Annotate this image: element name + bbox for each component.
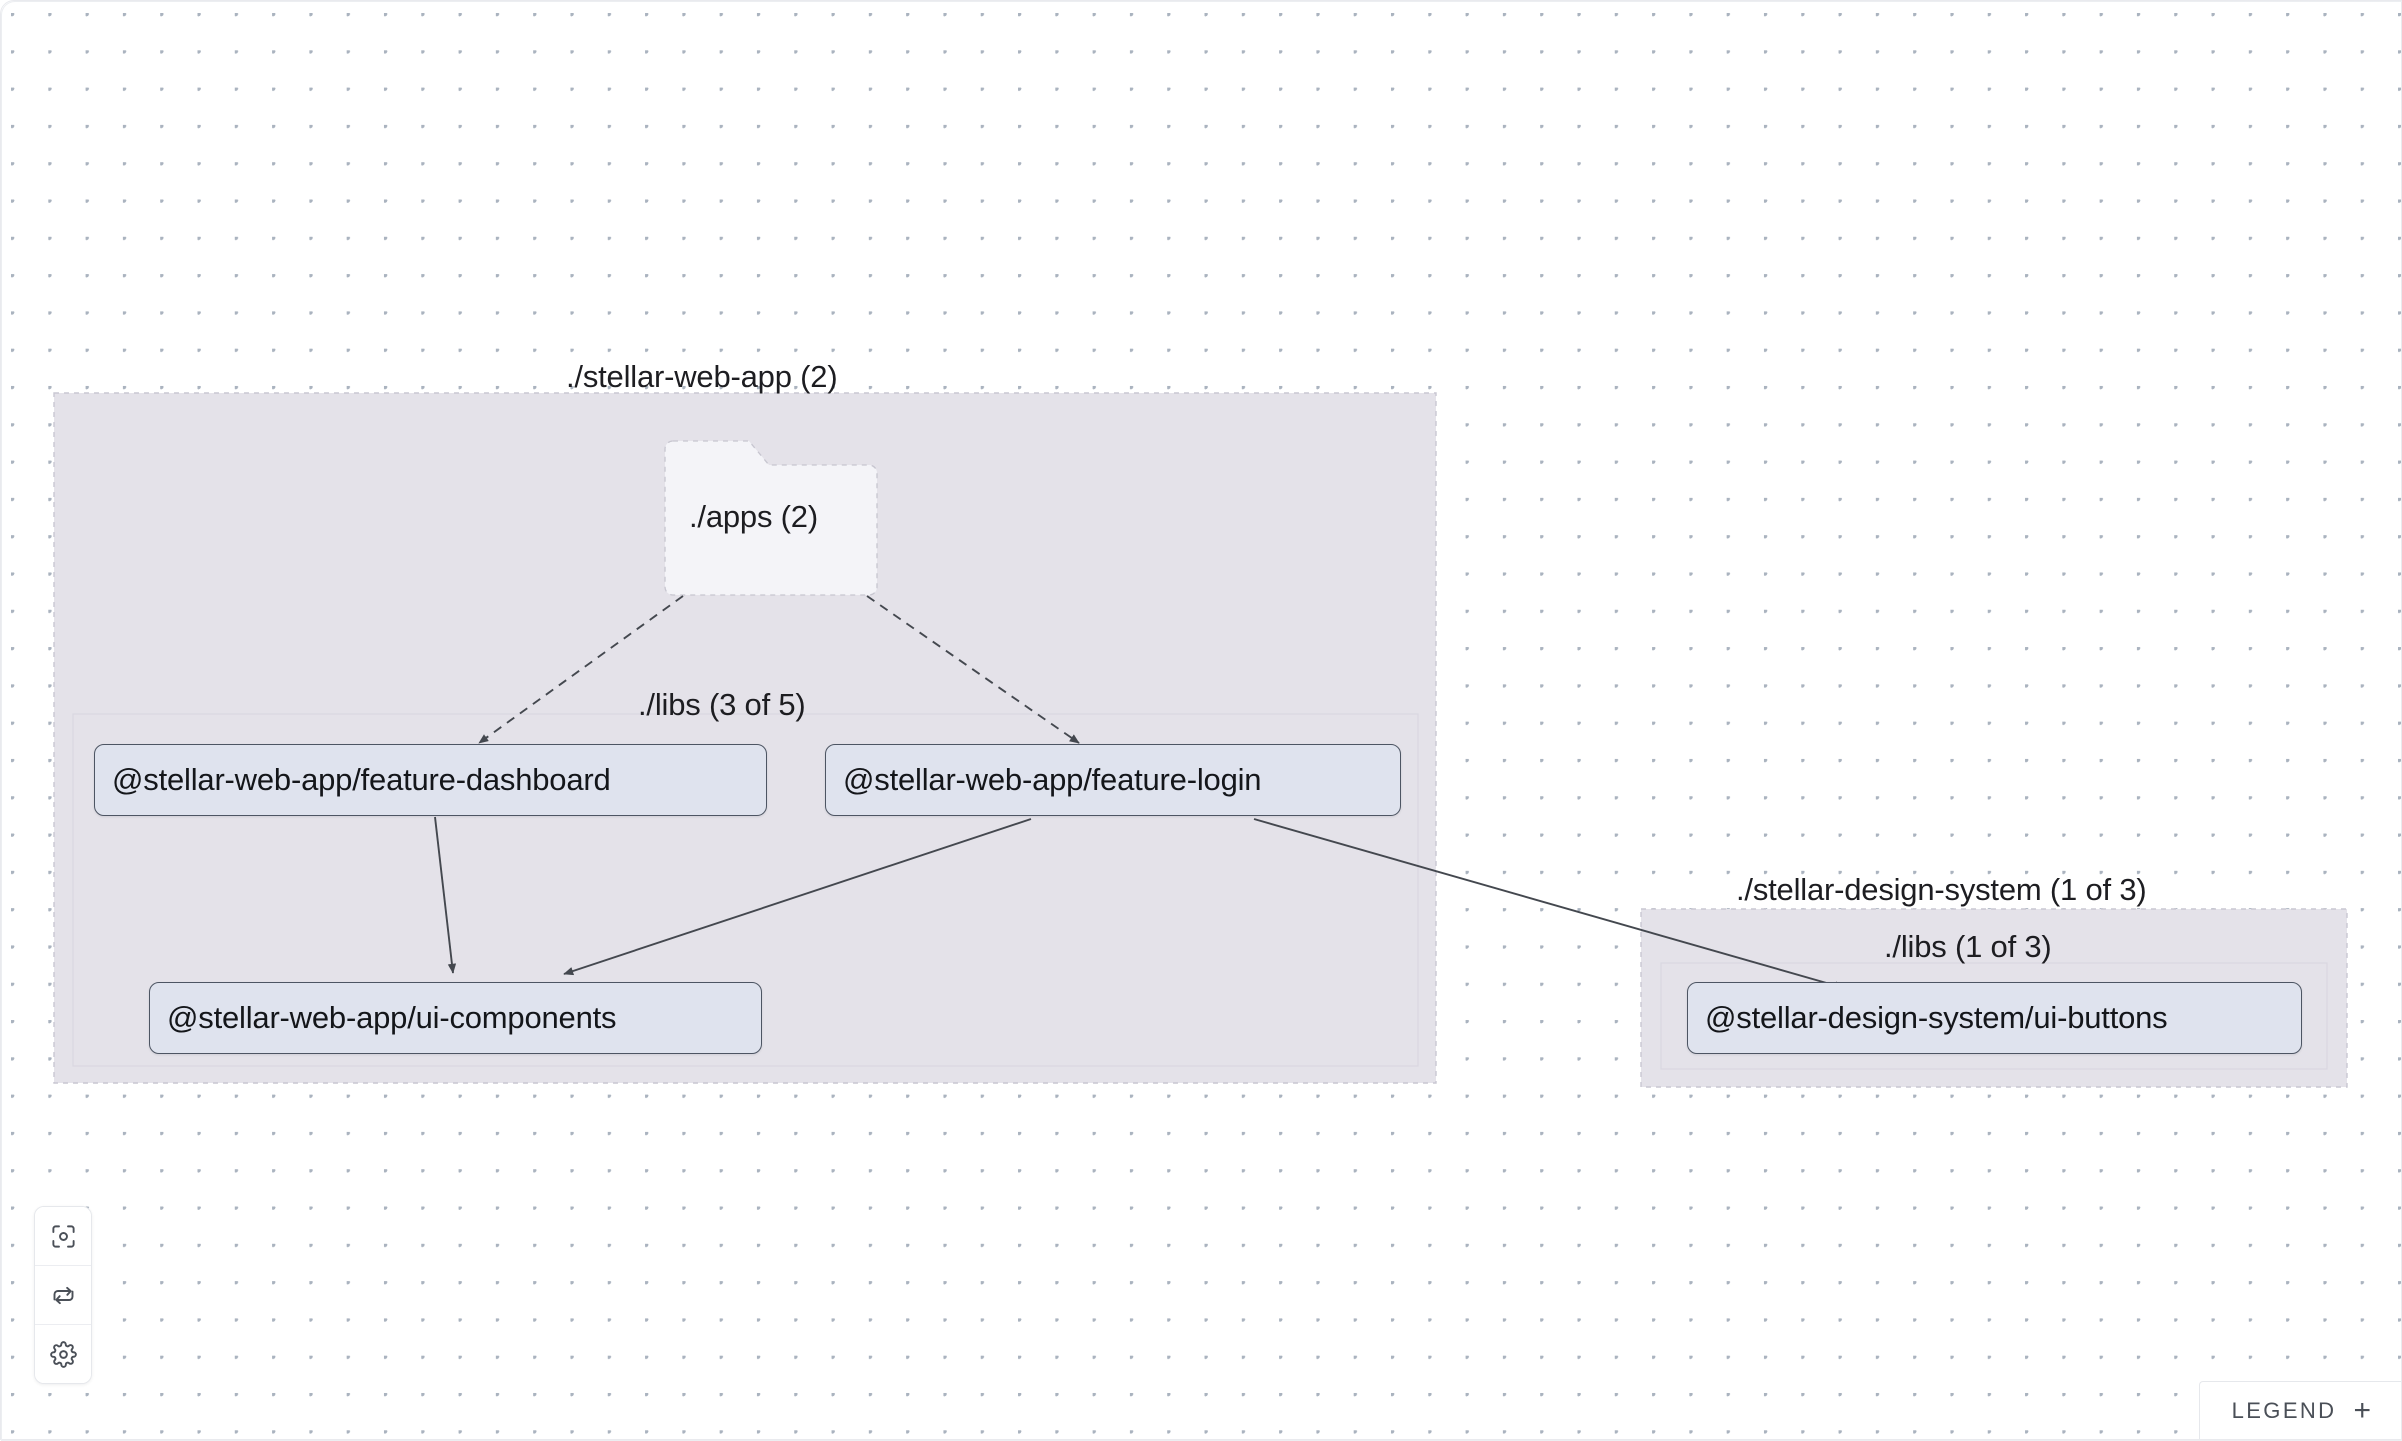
node-label-feature-dashboard: @stellar-web-app/feature-dashboard xyxy=(112,762,611,797)
project-group-label-stellar-design-system: ./stellar-design-system (1 of 3) xyxy=(1736,872,2147,907)
sub-group-label-stellar-design-system-libs: ./libs (1 of 3) xyxy=(1884,929,2052,964)
apps-folder-shape[interactable] xyxy=(664,440,878,596)
node-label-ui-components: @stellar-web-app/ui-components xyxy=(167,1000,617,1035)
node-label-ui-buttons: @stellar-design-system/ui-buttons xyxy=(1705,1000,2168,1035)
edge-apps-to-feature-dashboard xyxy=(478,595,684,744)
refresh-icon xyxy=(50,1282,77,1309)
project-group-label-stellar-web-app: ./stellar-web-app (2) xyxy=(566,359,838,394)
edge-feature-dashboard-to-ui-components xyxy=(434,816,457,974)
node-label-feature-login: @stellar-web-app/feature-login xyxy=(843,762,1262,797)
sub-group-label-stellar-web-app-libs: ./libs (3 of 5) xyxy=(638,687,806,722)
plus-icon: + xyxy=(2353,1393,2371,1427)
settings-button[interactable] xyxy=(35,1325,91,1383)
node-feature-login[interactable]: @stellar-web-app/feature-login xyxy=(825,744,1401,816)
focus-graph-button[interactable] xyxy=(35,1207,91,1266)
gear-icon xyxy=(49,1340,77,1368)
focus-target-icon xyxy=(50,1223,77,1250)
edge-feature-login-to-ui-buttons xyxy=(1253,818,1845,990)
legend-toggle-button[interactable]: LEGEND + xyxy=(2198,1381,2401,1439)
apps-folder-label[interactable]: ./apps (2) xyxy=(689,499,818,534)
graph-controls-panel[interactable] xyxy=(34,1206,92,1384)
node-ui-components[interactable]: @stellar-web-app/ui-components xyxy=(149,982,762,1054)
edge-apps-to-feature-login xyxy=(866,595,1080,744)
refresh-graph-button[interactable] xyxy=(35,1266,91,1325)
node-feature-dashboard[interactable]: @stellar-web-app/feature-dashboard xyxy=(94,744,767,816)
legend-label: LEGEND xyxy=(2231,1397,2337,1423)
edge-feature-login-to-ui-components xyxy=(563,818,1032,976)
node-ui-buttons[interactable]: @stellar-design-system/ui-buttons xyxy=(1687,982,2302,1054)
